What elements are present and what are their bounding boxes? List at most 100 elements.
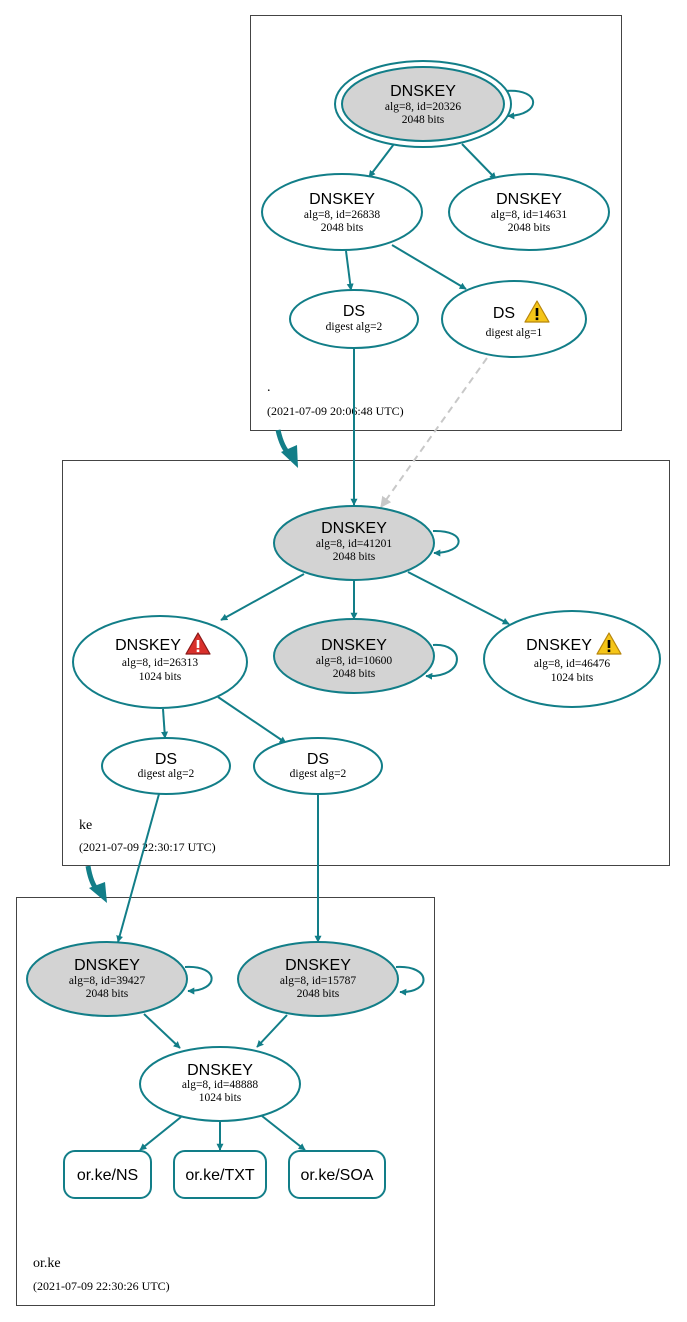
edge-48888-to-ns bbox=[139, 1116, 182, 1151]
edge-15787-self bbox=[395, 965, 425, 996]
node-key-size: 2048 bits bbox=[333, 551, 376, 563]
zone-root-timestamp: (2021-07-09 20:06:48 UTC) bbox=[267, 404, 404, 418]
rrset-txt-label: or.ke/TXT bbox=[185, 1167, 255, 1184]
node-algorithm-id: alg=8, id=15787 bbox=[280, 975, 356, 987]
node-key-size: 2048 bits bbox=[321, 222, 364, 234]
rrset-soa-box bbox=[288, 1150, 386, 1199]
delegation-arrow-root-to-ke bbox=[275, 429, 298, 468]
node-title: DNSKEY bbox=[496, 191, 562, 208]
root-ksk-ellipse bbox=[341, 66, 505, 142]
edges bbox=[116, 89, 535, 1151]
node-root-ksk-20326: DNSKEY alg=8, id=20326 2048 bits bbox=[334, 60, 512, 148]
node-title: DNSKEY bbox=[285, 957, 351, 974]
node-digest: digest alg=2 bbox=[326, 321, 383, 333]
node-ellipse bbox=[273, 505, 435, 581]
zone-ke-timestamp: (2021-07-09 22:30:17 UTC) bbox=[79, 840, 216, 854]
rrset-ns-label: or.ke/NS bbox=[77, 1167, 138, 1184]
node-digest: digest alg=2 bbox=[138, 768, 195, 780]
edge-root-ksk-self bbox=[504, 89, 535, 120]
node-ellipse bbox=[72, 615, 248, 709]
edge-root-ksk-to-14631 bbox=[461, 143, 497, 180]
node-title: DNSKEY bbox=[187, 1062, 253, 1079]
node-orke-dnskey-39427: DNSKEY alg=8, id=39427 2048 bits bbox=[26, 941, 188, 1017]
zone-ke-name: ke bbox=[79, 818, 92, 833]
node-ellipse bbox=[237, 941, 399, 1017]
edge-26838-to-ds2 bbox=[345, 250, 354, 291]
node-ellipse bbox=[273, 618, 435, 694]
edge-ke-ksk-to-26313 bbox=[220, 573, 305, 621]
node-title: DS bbox=[343, 303, 365, 320]
node-title: DNSKEY bbox=[115, 637, 181, 654]
node-ellipse bbox=[101, 737, 231, 795]
node-ke-ds-a: DS digest alg=2 bbox=[101, 737, 231, 795]
node-algorithm-id: alg=8, id=20326 bbox=[385, 101, 461, 113]
error-icon bbox=[185, 632, 211, 655]
node-root-dnskey-26838: DNSKEY alg=8, id=26838 2048 bits bbox=[261, 173, 423, 251]
edge-39427-to-48888 bbox=[143, 1013, 181, 1049]
node-ellipse bbox=[139, 1046, 301, 1122]
node-key-size: 2048 bits bbox=[86, 988, 129, 1000]
node-algorithm-id: alg=8, id=46476 bbox=[534, 658, 610, 670]
node-key-size: 1024 bits bbox=[551, 672, 594, 684]
node-title: DNSKEY bbox=[321, 520, 387, 537]
node-digest: digest alg=1 bbox=[486, 327, 543, 339]
node-orke-dnskey-48888: DNSKEY alg=8, id=48888 1024 bits bbox=[139, 1046, 301, 1122]
node-ke-ksk-41201: DNSKEY alg=8, id=41201 2048 bits bbox=[273, 505, 435, 581]
edge-26838-to-ds1 bbox=[391, 244, 467, 290]
warning-icon bbox=[524, 300, 550, 323]
node-ke-dnskey-46476: DNSKEY alg=8, id=46476 1024 bits bbox=[483, 610, 661, 708]
node-root-ds-alg1: DS digest alg=1 bbox=[441, 280, 587, 358]
zone-root-name: . bbox=[267, 380, 271, 395]
node-key-size: 2048 bits bbox=[508, 222, 551, 234]
node-title: DS bbox=[307, 751, 329, 768]
node-algorithm-id: alg=8, id=10600 bbox=[316, 655, 392, 667]
node-title: DNSKEY bbox=[74, 957, 140, 974]
node-ke-ds-b: DS digest alg=2 bbox=[253, 737, 383, 795]
edge-26313-to-ds-a bbox=[161, 708, 169, 739]
node-key-size: 2048 bits bbox=[297, 988, 340, 1000]
rrset-ns: or.ke/NS bbox=[63, 1150, 152, 1199]
node-title: DNSKEY bbox=[321, 637, 387, 654]
node-key-size: 2048 bits bbox=[333, 668, 376, 680]
node-title: DNSKEY bbox=[390, 83, 456, 100]
edge-26313-to-ds-b bbox=[217, 696, 287, 744]
rrset-txt-box bbox=[173, 1150, 267, 1199]
node-algorithm-id: alg=8, id=26838 bbox=[304, 209, 380, 221]
rrset-ns-box bbox=[63, 1150, 152, 1199]
node-algorithm-id: alg=8, id=41201 bbox=[316, 538, 392, 550]
node-orke-dnskey-15787: DNSKEY alg=8, id=15787 2048 bits bbox=[237, 941, 399, 1017]
node-root-dnskey-14631: DNSKEY alg=8, id=14631 2048 bits bbox=[448, 173, 610, 251]
node-ellipse bbox=[253, 737, 383, 795]
node-title: DNSKEY bbox=[309, 191, 375, 208]
node-ke-dnskey-26313: DNSKEY alg=8, id=26313 1024 bits bbox=[72, 615, 248, 709]
delegation-arrow-ke-to-orke bbox=[85, 865, 107, 903]
node-title: DNSKEY bbox=[526, 637, 592, 654]
edge-48888-to-soa bbox=[261, 1115, 306, 1151]
edge-ke-ksk-self bbox=[432, 529, 460, 557]
node-ellipse bbox=[441, 280, 587, 358]
node-ellipse bbox=[483, 610, 661, 708]
edge-root-ksk-to-26838 bbox=[368, 143, 395, 178]
edge-root-ds1-to-ke-ksk bbox=[380, 357, 488, 508]
edge-ke-ksk-to-46476 bbox=[407, 571, 510, 625]
edge-15787-to-48888 bbox=[256, 1014, 288, 1048]
node-title: DS bbox=[155, 751, 177, 768]
node-ellipse bbox=[289, 289, 419, 349]
node-key-size: 1024 bits bbox=[199, 1092, 242, 1104]
node-algorithm-id: alg=8, id=48888 bbox=[182, 1079, 258, 1091]
node-digest: digest alg=2 bbox=[290, 768, 347, 780]
edge-ke-10600-self bbox=[425, 643, 458, 680]
node-root-ds-alg2: DS digest alg=2 bbox=[289, 289, 419, 349]
rrset-txt: or.ke/TXT bbox=[173, 1150, 267, 1199]
edge-39427-self bbox=[184, 965, 213, 995]
zone-orke-name: or.ke bbox=[33, 1256, 61, 1271]
zone-orke-timestamp: (2021-07-09 22:30:26 UTC) bbox=[33, 1279, 170, 1293]
node-key-size: 1024 bits bbox=[139, 671, 182, 683]
node-algorithm-id: alg=8, id=26313 bbox=[122, 657, 198, 669]
rrset-soa: or.ke/SOA bbox=[288, 1150, 386, 1199]
node-title: DS bbox=[493, 305, 515, 322]
node-ellipse bbox=[448, 173, 610, 251]
node-ellipse bbox=[26, 941, 188, 1017]
node-algorithm-id: alg=8, id=39427 bbox=[69, 975, 145, 987]
